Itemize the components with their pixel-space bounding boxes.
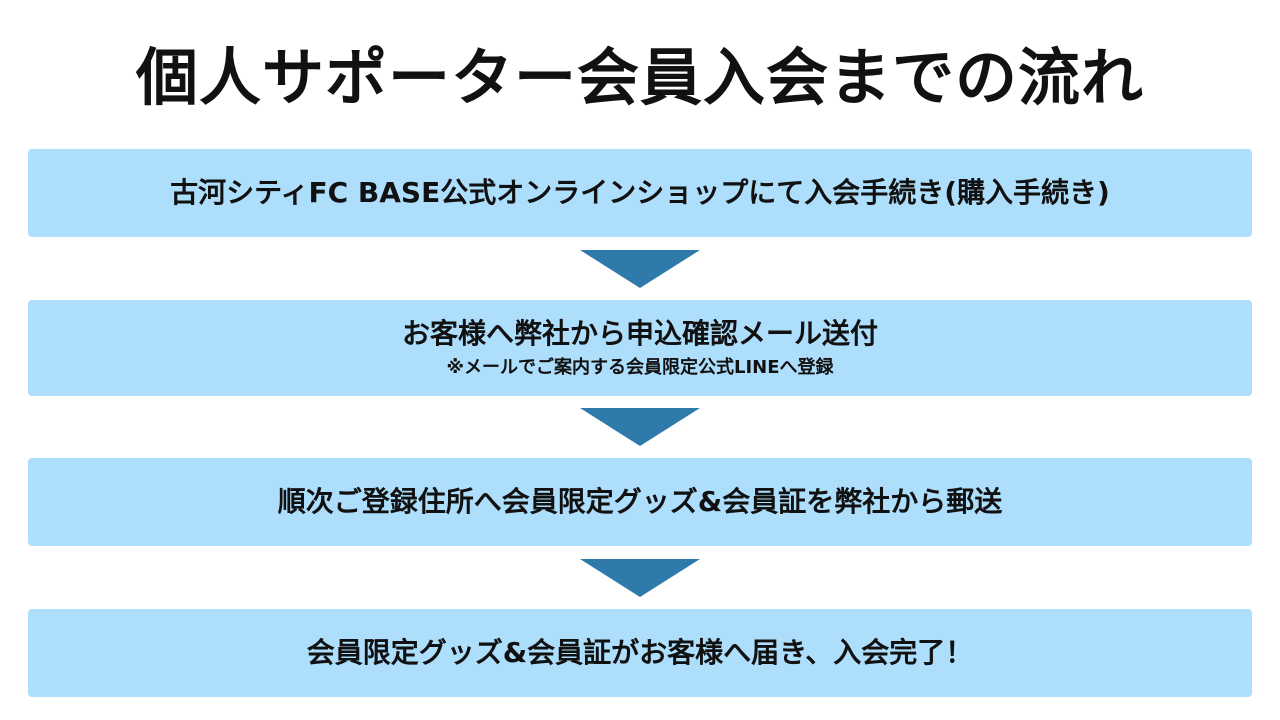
- flow-step-4: 会員限定グッズ&会員証がお客様へ届き、入会完了！: [28, 609, 1252, 697]
- flow-step-2-note: ※メールでご案内する会員限定公式LINEへ登録: [446, 357, 834, 378]
- flow-step-2-text: お客様へ弊社から申込確認メール送付: [401, 317, 878, 350]
- flow-step-1-text: 古河シティFC BASE公式オンラインショップにて入会手続き(購入手続き): [170, 176, 1110, 209]
- flow-step-3-text: 順次ご登録住所へ会員限定グッズ&会員証を弊社から郵送: [277, 485, 1003, 518]
- flow-step-2: お客様へ弊社から申込確認メール送付 ※メールでご案内する会員限定公式LINEへ登…: [28, 300, 1252, 396]
- down-arrow-icon: [580, 559, 700, 597]
- down-arrow-icon: [580, 408, 700, 446]
- flow-step-1: 古河シティFC BASE公式オンラインショップにて入会手続き(購入手続き): [28, 149, 1252, 237]
- flow-step-3: 順次ご登録住所へ会員限定グッズ&会員証を弊社から郵送: [28, 458, 1252, 546]
- page-title: 個人サポーター会員入会までの流れ: [135, 41, 1144, 114]
- flow-step-4-text: 会員限定グッズ&会員証がお客様へ届き、入会完了！: [306, 636, 974, 669]
- down-arrow-icon: [580, 250, 700, 288]
